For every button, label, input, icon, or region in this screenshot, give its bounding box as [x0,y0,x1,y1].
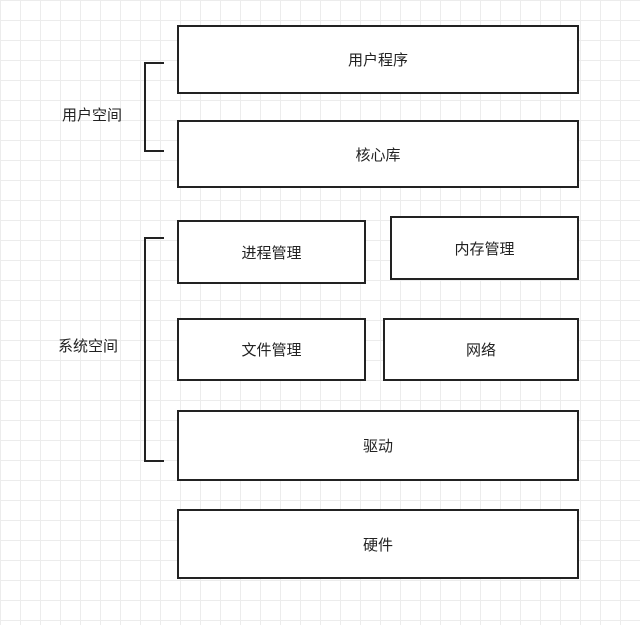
process-management-label: 进程管理 [241,243,302,262]
system-space-bracket [144,237,164,462]
hardware-box: 硬件 [177,509,579,579]
memory-management-box: 内存管理 [390,216,579,280]
file-management-label: 文件管理 [241,341,302,359]
user-space-label: 用户空间 [62,106,123,124]
network-box: 网络 [383,318,579,381]
file-management-box: 文件管理 [177,318,366,381]
driver-label: 驱动 [362,437,393,455]
hardware-label: 硬件 [362,535,393,554]
user-space-bracket [144,62,164,152]
core-library-label: 核心库 [355,145,401,164]
core-library-box: 核心库 [177,120,579,188]
driver-box: 驱动 [177,410,579,481]
user-program-box: 用户程序 [177,25,579,94]
system-space-label: 系统空间 [58,337,119,355]
network-label: 网络 [465,341,496,359]
user-program-label: 用户程序 [347,51,408,69]
memory-management-label: 内存管理 [454,239,515,258]
process-management-box: 进程管理 [177,220,366,284]
